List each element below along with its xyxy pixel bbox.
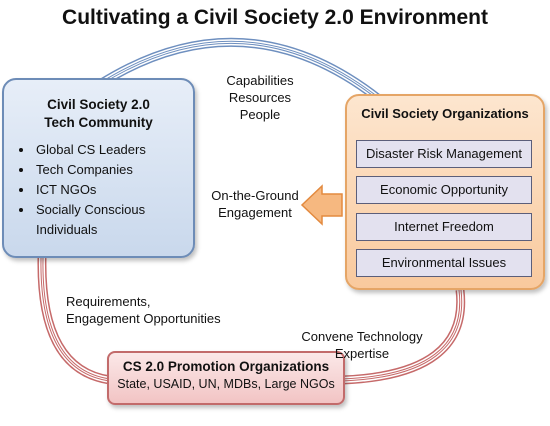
tech-community-title: Civil Society 2.0 Tech Community — [44, 97, 153, 130]
left-arc-label: Requirements, Engagement Opportunities — [66, 294, 221, 326]
cso-item: Internet Freedom — [356, 213, 532, 241]
right-arc-label: Convene Technology Expertise — [301, 329, 423, 361]
list-item: Global CS Leaders — [34, 140, 193, 160]
cso-item: Disaster Risk Management — [356, 140, 532, 168]
left-arc — [37, 257, 111, 385]
right-arc — [341, 289, 466, 385]
cso-title: Civil Society Organizations — [361, 106, 529, 121]
promotion-orgs-title: CS 2.0 Promotion Organizations — [122, 359, 330, 374]
tech-community-list: Global CS Leaders Tech Companies ICT NGO… — [4, 140, 193, 240]
arrow-label: On-the-Ground Engagement — [211, 188, 299, 220]
list-item: Socially Conscious Individuals — [34, 200, 193, 240]
promotion-orgs-subtitle: State, USAID, UN, MDBs, Large NGOs — [117, 377, 335, 391]
list-item: ICT NGOs — [34, 180, 193, 200]
top-arc — [97, 37, 393, 112]
tech-community-box: Civil Society 2.0 Tech Community Global … — [2, 78, 195, 258]
cso-item: Environmental Issues — [356, 249, 532, 277]
cso-item: Economic Opportunity — [356, 176, 532, 204]
promotion-orgs-box: CS 2.0 Promotion Organizations State, US… — [107, 351, 345, 405]
list-item: Tech Companies — [34, 160, 193, 180]
top-arc-label: Capabilities Resources People — [226, 73, 294, 122]
engagement-arrow — [300, 184, 343, 226]
cso-box: Civil Society Organizations Disaster Ris… — [345, 94, 545, 290]
page-title: Cultivating a Civil Society 2.0 Environm… — [62, 6, 488, 29]
